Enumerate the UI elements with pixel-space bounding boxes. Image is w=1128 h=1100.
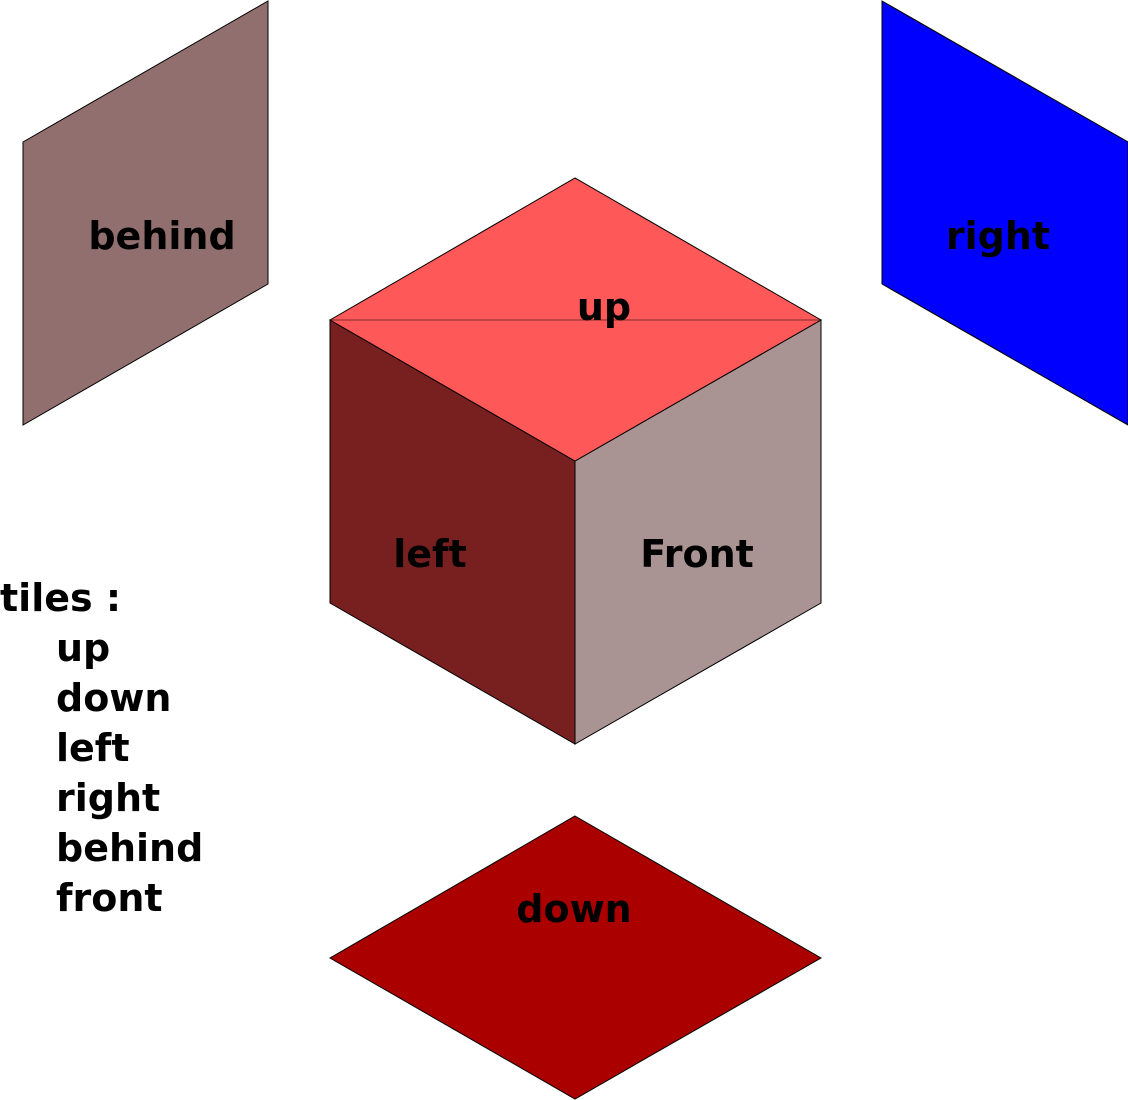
right-tile-label: right [946, 214, 1050, 258]
right-tile [881, 0, 1128, 426]
legend-title: tiles : [0, 576, 122, 620]
tiles-legend: tiles : up down left right behind front [0, 573, 203, 923]
down-tile-label: down [516, 887, 631, 931]
legend-item: down [56, 676, 172, 720]
legend-item: right [56, 776, 161, 820]
up-face-label: up [577, 285, 631, 329]
legend-item: front [56, 876, 163, 920]
down-tile [329, 815, 823, 1100]
front-face-label: Front [640, 532, 754, 576]
left-face-label: left [393, 532, 467, 576]
legend-item: behind [56, 826, 204, 870]
legend-item: left [56, 726, 130, 770]
behind-tile [22, 0, 269, 426]
behind-tile-label: behind [88, 214, 235, 258]
legend-list: up down left right behind front [0, 623, 203, 923]
legend-item: up [56, 626, 111, 670]
